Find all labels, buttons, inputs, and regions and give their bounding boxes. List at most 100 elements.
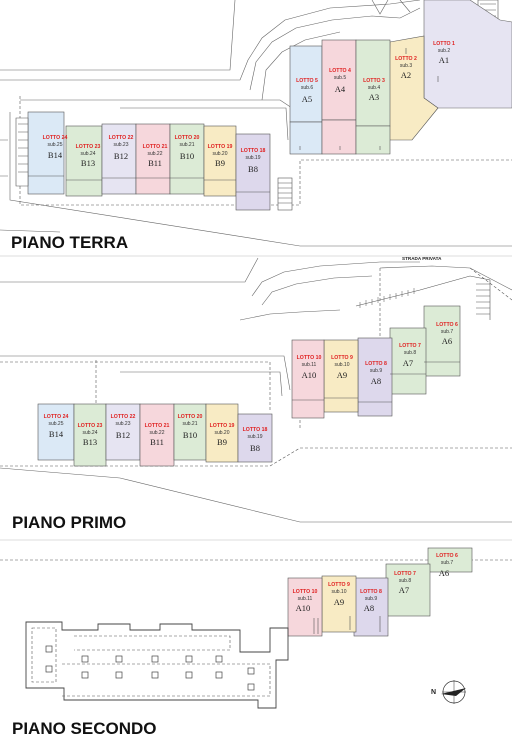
plan-piano-terra (0, 0, 512, 247)
svg-text:A10: A10 (296, 603, 311, 613)
svg-text:sub.5: sub.5 (334, 75, 346, 81)
svg-text:A3: A3 (369, 92, 379, 102)
svg-text:N: N (431, 689, 436, 696)
svg-text:B9: B9 (217, 437, 227, 447)
svg-text:sub.22: sub.22 (147, 151, 162, 157)
svg-text:sub.23: sub.23 (113, 142, 128, 148)
plan-piano-primo (0, 257, 512, 523)
svg-text:B12: B12 (116, 430, 130, 440)
svg-text:LOTTO 20: LOTTO 20 (178, 414, 203, 420)
svg-text:LOTTO 2: LOTTO 2 (395, 56, 417, 62)
svg-text:A7: A7 (399, 585, 409, 595)
svg-text:LOTTO 5: LOTTO 5 (296, 78, 318, 84)
svg-text:LOTTO 23: LOTTO 23 (76, 144, 101, 150)
svg-text:sub.11: sub.11 (298, 596, 313, 602)
svg-text:A5: A5 (302, 94, 312, 104)
svg-text:A6: A6 (439, 568, 449, 578)
svg-text:sub.25: sub.25 (48, 421, 63, 427)
svg-text:sub.24: sub.24 (82, 430, 97, 436)
svg-text:sub.10: sub.10 (331, 589, 346, 595)
svg-text:B13: B13 (83, 437, 97, 447)
svg-text:sub.2: sub.2 (438, 48, 450, 54)
svg-text:sub.25: sub.25 (47, 142, 62, 148)
piano-secondo-title: PIANO SECONDO (12, 719, 157, 734)
svg-text:A9: A9 (337, 370, 347, 380)
svg-text:sub.24: sub.24 (80, 151, 95, 157)
svg-text:A1: A1 (439, 55, 449, 65)
svg-text:sub.7: sub.7 (441, 329, 453, 335)
svg-text:A2: A2 (401, 70, 411, 80)
svg-text:LOTTO 22: LOTTO 22 (109, 135, 134, 141)
svg-text:LOTTO 3: LOTTO 3 (363, 78, 385, 84)
svg-text:LOTTO 21: LOTTO 21 (145, 423, 170, 429)
svg-text:B12: B12 (114, 151, 128, 161)
svg-text:A8: A8 (364, 603, 374, 613)
svg-text:B13: B13 (81, 158, 95, 168)
svg-text:B14: B14 (49, 429, 64, 439)
road-label: STRADA PRIVATA (402, 256, 442, 261)
svg-text:LOTTO 8: LOTTO 8 (365, 361, 387, 367)
svg-text:sub.4: sub.4 (368, 85, 380, 91)
compass-icon: N (431, 680, 466, 704)
svg-text:LOTTO 18: LOTTO 18 (243, 427, 268, 433)
svg-text:LOTTO 22: LOTTO 22 (111, 414, 136, 420)
svg-text:LOTTO 18: LOTTO 18 (241, 148, 266, 154)
svg-text:sub.23: sub.23 (115, 421, 130, 427)
svg-text:B8: B8 (250, 443, 260, 453)
svg-text:sub.19: sub.19 (245, 155, 260, 161)
svg-text:sub.9: sub.9 (365, 596, 377, 602)
svg-text:sub.21: sub.21 (179, 142, 194, 148)
svg-text:LOTTO 20: LOTTO 20 (175, 135, 200, 141)
svg-text:sub.22: sub.22 (149, 430, 164, 436)
piano-terra-title: PIANO TERRA (11, 233, 128, 252)
svg-text:LOTTO 24: LOTTO 24 (43, 135, 68, 141)
svg-text:sub.19: sub.19 (247, 434, 262, 440)
svg-text:LOTTO 4: LOTTO 4 (329, 68, 351, 74)
svg-text:A4: A4 (335, 84, 346, 94)
piano-primo-title: PIANO PRIMO (12, 513, 126, 532)
svg-text:sub.7: sub.7 (441, 560, 453, 566)
svg-text:LOTTO 19: LOTTO 19 (208, 144, 233, 150)
svg-text:A10: A10 (302, 370, 317, 380)
svg-text:LOTTO 21: LOTTO 21 (143, 144, 168, 150)
svg-text:sub.8: sub.8 (404, 350, 416, 356)
svg-text:B10: B10 (180, 151, 194, 161)
plan-piano-secondo (0, 547, 512, 709)
svg-text:B10: B10 (183, 430, 197, 440)
svg-text:sub.9: sub.9 (370, 368, 382, 374)
svg-text:sub.6: sub.6 (301, 85, 313, 91)
svg-text:LOTTO 10: LOTTO 10 (293, 589, 318, 595)
svg-text:LOTTO 7: LOTTO 7 (399, 343, 421, 349)
svg-text:LOTTO 6: LOTTO 6 (436, 553, 458, 559)
svg-text:B11: B11 (150, 437, 164, 447)
svg-text:B14: B14 (48, 150, 63, 160)
svg-text:A7: A7 (403, 358, 413, 368)
